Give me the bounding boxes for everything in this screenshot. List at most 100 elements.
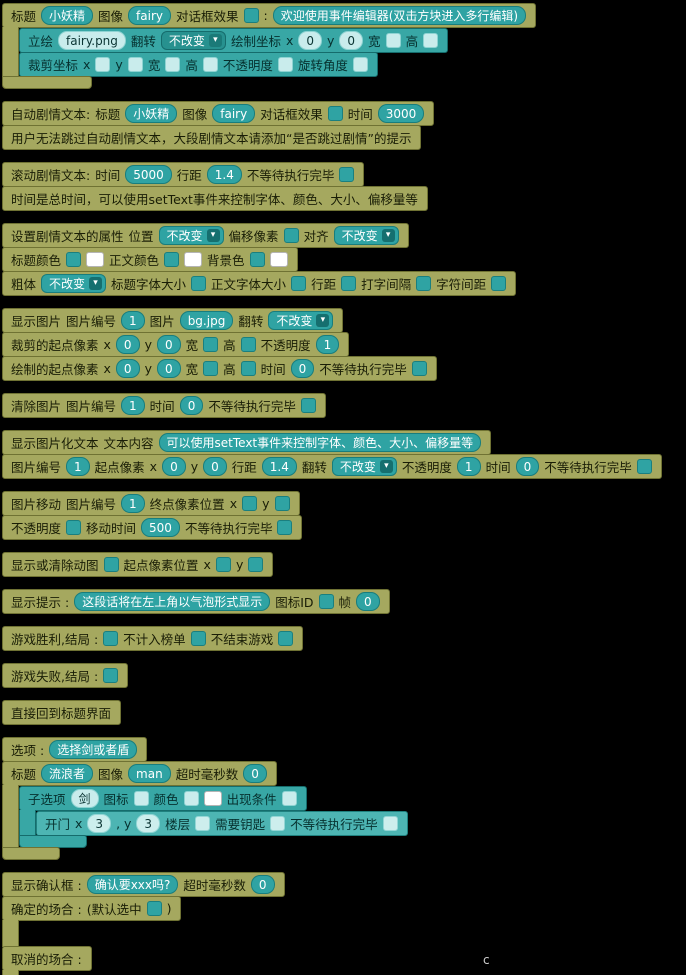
checkbox-field[interactable] [103,557,119,572]
value-field[interactable]: 3 [136,814,161,833]
value-field[interactable]: 0 [298,31,322,50]
checkbox-field[interactable] [327,106,343,121]
color-swatch-field[interactable] [86,252,105,267]
value-field[interactable]: 可以使用setText事件来控制字体、颜色、大小、偏移量等 [158,433,482,452]
checkbox-field[interactable] [274,496,290,511]
checkbox-field[interactable] [352,57,368,72]
value-field[interactable]: fairy [128,6,171,25]
checkbox-field[interactable] [240,337,256,352]
value-field[interactable]: 0 [515,457,540,476]
checkbox-field[interactable] [103,668,119,683]
checkbox-field[interactable] [339,167,355,182]
value-field[interactable]: 0 [203,457,227,476]
checkbox-field[interactable] [278,631,294,646]
value-field[interactable]: 0 [156,359,181,378]
value-field[interactable]: 1 [456,457,481,476]
value-field[interactable]: 确认要xxx吗? [86,875,179,894]
value-field[interactable]: 0 [290,359,315,378]
value-field[interactable]: 0 [250,875,275,894]
checkbox-field[interactable] [165,57,181,72]
checkbox-field[interactable] [240,361,256,376]
value-field[interactable]: 0 [156,335,181,354]
checkbox-field[interactable] [146,901,162,916]
event-block[interactable]: 游戏胜利,结局 :不计入榜单不结束游戏 [2,626,686,651]
checkbox-field[interactable] [277,57,293,72]
color-swatch-field[interactable] [269,252,288,267]
checkbox-field[interactable] [636,459,652,474]
value-field[interactable]: 0 [115,359,140,378]
dropdown-field[interactable]: 不改变▾ [331,457,397,476]
checkbox-field[interactable] [416,276,432,291]
value-field[interactable]: 小妖精 [41,6,94,25]
checkbox-field[interactable] [133,791,149,806]
checkbox-field[interactable] [277,520,293,535]
value-field[interactable]: man [128,764,171,783]
checkbox-field[interactable] [411,361,427,376]
checkbox-field[interactable] [215,557,231,572]
value-field[interactable]: 1 [315,335,340,354]
checkbox-field[interactable] [203,337,219,352]
value-field[interactable]: 3 [87,814,112,833]
value-field[interactable]: 0 [162,457,186,476]
dropdown-field[interactable]: 不改变▾ [160,31,226,50]
checkbox-field[interactable] [423,33,439,48]
checkbox-field[interactable] [318,594,334,609]
value-field[interactable]: 0 [243,764,267,783]
checkbox-field[interactable] [385,33,401,48]
checkbox-field[interactable] [103,631,119,646]
dropdown-field[interactable]: 不改变▾ [158,226,224,245]
dropdown-field[interactable]: 不改变▾ [41,274,107,293]
checkbox-field[interactable] [249,252,265,267]
value-field[interactable]: 1.4 [261,457,297,476]
value-field[interactable]: fairy.png [58,31,126,50]
checkbox-field[interactable] [195,816,211,831]
checkbox-field[interactable] [281,791,297,806]
value-field[interactable]: 3000 [377,104,425,123]
checkbox-field[interactable] [202,57,218,72]
dropdown-field[interactable]: 不改变▾ [268,311,334,330]
value-field[interactable]: 1 [121,311,145,330]
value-field[interactable]: 流浪者 [41,764,94,783]
checkbox-field[interactable] [66,252,82,267]
checkbox-field[interactable] [248,557,264,572]
color-swatch-field[interactable] [203,791,222,806]
checkbox-field[interactable] [164,252,180,267]
value-field[interactable]: 1.4 [206,165,242,184]
checkbox-field[interactable] [203,361,219,376]
event-block[interactable]: 游戏失败,结局 : [2,663,686,688]
value-field[interactable]: 0 [339,31,364,50]
checkbox-field[interactable] [66,520,82,535]
checkbox-field[interactable] [243,8,259,23]
checkbox-field[interactable] [382,816,398,831]
value-field[interactable]: fairy [212,104,256,123]
event-block[interactable]: 直接回到标题界面 [2,700,686,725]
checkbox-field[interactable] [291,276,307,291]
checkbox-field[interactable] [127,57,143,72]
checkbox-field[interactable] [341,276,357,291]
value-field[interactable]: 0 [115,335,140,354]
value-field[interactable]: bg.jpg [179,311,234,330]
value-field[interactable]: 1 [121,494,145,513]
value-field[interactable]: 这段话将在左上角以气泡形式显示 [74,592,271,611]
checkbox-field[interactable] [190,631,206,646]
checkbox-field[interactable] [491,276,507,291]
checkbox-field[interactable] [300,398,316,413]
value-field[interactable]: 剑 [70,789,99,808]
checkbox-field[interactable] [183,791,199,806]
checkbox-field[interactable] [270,816,286,831]
value-field[interactable]: 1 [121,396,145,415]
value-field[interactable]: 0 [356,592,380,611]
value-field[interactable]: 选择剑或者盾 [49,740,138,759]
